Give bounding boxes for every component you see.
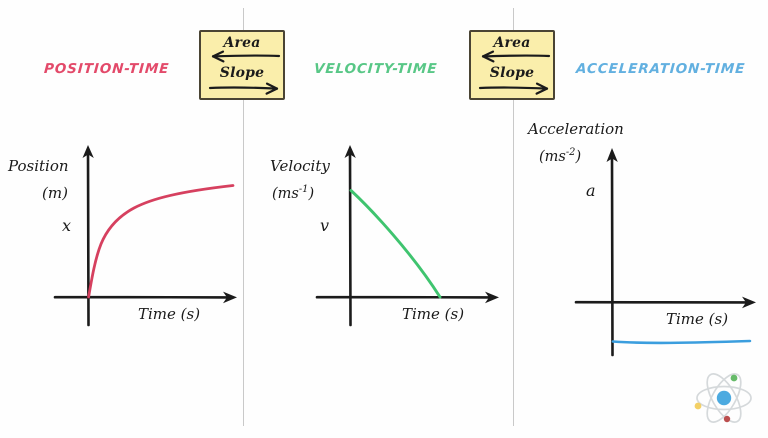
- slope-label: Slope: [219, 65, 265, 81]
- chart-plot-area: [315, 145, 499, 327]
- arrow-left-icon: [481, 50, 551, 63]
- chart-position-time: Position (m) x Time (s): [0, 120, 250, 350]
- y-axis-units: (m): [42, 184, 68, 202]
- chart-acceleration-time: Acceleration (ms-2) a Time (s): [514, 105, 768, 365]
- y-axis-label: Position: [8, 157, 69, 175]
- x-axis-label: Time (s): [138, 305, 201, 323]
- arrow-right-icon: [478, 82, 549, 95]
- atom-electron-yellow: [694, 402, 702, 410]
- atom-electron-red: [723, 415, 731, 423]
- y-axis: [606, 148, 618, 357]
- section-divider-1: [243, 8, 244, 426]
- y-axis-symbol: x: [62, 216, 72, 235]
- y-axis-symbol: a: [586, 181, 596, 200]
- section-title-position-time: POSITION-TIME: [43, 61, 170, 77]
- chart-velocity-time: Velocity (ms-1) v Time (s): [262, 120, 512, 350]
- area-label: Area: [493, 35, 531, 51]
- arrow-left-icon: [211, 50, 281, 63]
- atom-electron-green: [730, 374, 738, 382]
- atom-nucleus: [716, 390, 732, 406]
- arrow-right-icon: [208, 82, 279, 95]
- y-axis-units: (ms-1): [272, 184, 315, 202]
- connector-box-velocity-acceleration: Area Slope: [469, 30, 555, 100]
- x-axis-label: Time (s): [402, 305, 465, 323]
- acceleration-line: [611, 339, 752, 345]
- velocity-line: [349, 189, 442, 299]
- section-title-velocity-time: VELOCITY-TIME: [313, 61, 438, 77]
- slope-label: Slope: [489, 65, 535, 81]
- area-label: Area: [223, 35, 261, 51]
- y-axis-label: Acceleration: [528, 120, 624, 138]
- atom-logo: [694, 373, 752, 423]
- section-divider-2: [513, 8, 514, 426]
- y-axis-units: (ms-2): [539, 147, 582, 165]
- chart-plot-area: [574, 148, 756, 357]
- x-axis: [53, 291, 237, 304]
- chart-plot-area: [53, 145, 237, 327]
- position-curve: [87, 184, 235, 299]
- section-title-acceleration-time: ACCELERATION-TIME: [575, 61, 746, 77]
- y-axis-label: Velocity: [270, 157, 330, 175]
- y-axis-symbol: v: [320, 216, 330, 235]
- x-axis: [574, 296, 756, 309]
- x-axis-label: Time (s): [666, 310, 729, 328]
- connector-box-position-velocity: Area Slope: [199, 30, 285, 100]
- x-axis: [315, 291, 499, 304]
